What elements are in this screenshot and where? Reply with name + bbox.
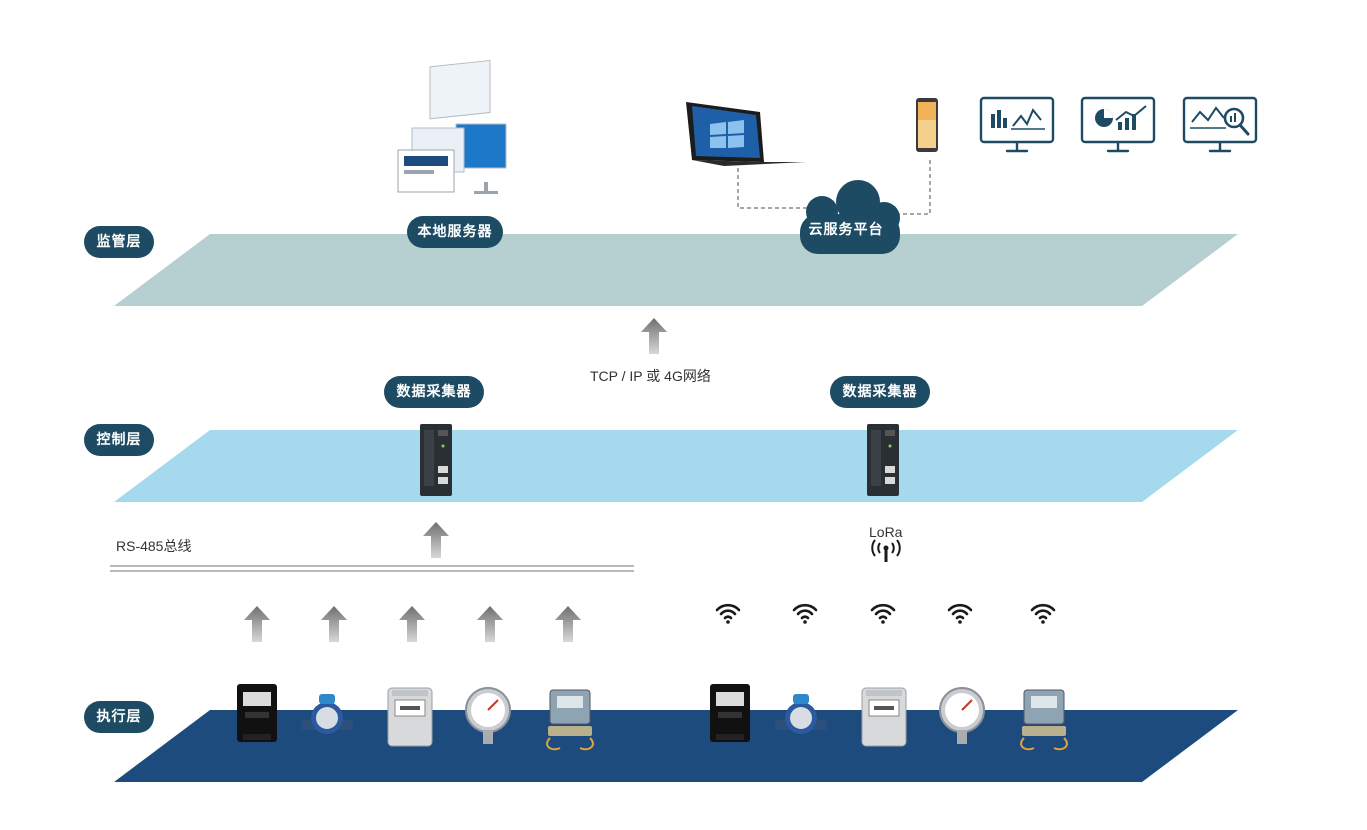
local-server-screens <box>397 59 507 194</box>
data-collector-right-device <box>867 424 899 496</box>
device-up-arrow <box>477 606 503 642</box>
network-up-arrow <box>641 318 667 354</box>
electricity-meter-icon <box>237 684 277 742</box>
local-server-label: 本地服务器 <box>407 216 503 248</box>
lora-antenna-icon <box>871 539 901 562</box>
execution-layer-label: 执行层 <box>84 701 154 733</box>
wifi-icon <box>870 603 896 626</box>
cloud-icon <box>800 180 900 254</box>
rs485-bus-line <box>110 565 634 572</box>
data-collector-right-label: 数据采集器 <box>830 376 930 408</box>
network-link-caption: TCP / IP 或 4G网络 <box>590 368 711 384</box>
gas-meter-icon <box>861 687 907 747</box>
smartphone-icon <box>916 98 938 152</box>
device-up-arrow <box>321 606 347 642</box>
rs485-bus-caption: RS-485总线 <box>116 538 192 554</box>
electricity-meter-icon <box>710 684 750 742</box>
gas-meter-icon <box>387 687 433 747</box>
data-collector-left-device <box>420 424 452 496</box>
cloud-platform-label: 云服务平台 <box>808 222 884 238</box>
supervision-layer-band <box>114 234 1238 306</box>
device-up-arrow <box>555 606 581 642</box>
phone-cloud-connector <box>888 160 931 215</box>
laptop-cloud-connector <box>737 168 808 209</box>
bus-up-arrow <box>423 522 449 558</box>
data-collector-left-label: 数据采集器 <box>384 376 484 408</box>
control-layer-band <box>114 430 1238 502</box>
line-search-monitor-icon <box>1182 96 1258 153</box>
wifi-icon <box>792 603 818 626</box>
laptop-icon <box>686 102 806 166</box>
bar-line-chart-monitor-icon <box>979 96 1055 153</box>
execution-layer-band <box>114 710 1238 782</box>
supervision-layer-label: 监管层 <box>84 226 154 258</box>
pie-trend-monitor-icon <box>1080 96 1156 153</box>
wifi-icon <box>715 603 741 626</box>
wifi-icon <box>1030 603 1056 626</box>
device-up-arrow <box>244 606 270 642</box>
lora-caption: LoRa <box>869 524 903 540</box>
wifi-icon <box>947 603 973 626</box>
device-up-arrow <box>399 606 425 642</box>
control-layer-label: 控制层 <box>84 424 154 456</box>
